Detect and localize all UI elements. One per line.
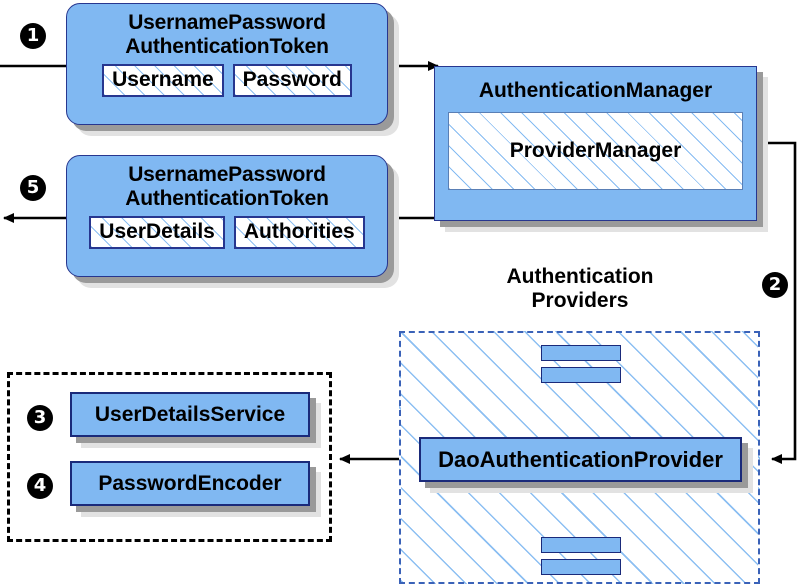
authentication-manager-box[interactable]: AuthenticationManager ProviderManager	[434, 66, 757, 221]
step-badge-4: 4	[27, 473, 53, 499]
request-token-title-line2: AuthenticationToken	[125, 34, 329, 58]
other-provider-bar-3[interactable]	[541, 537, 621, 553]
provider-manager-box[interactable]: ProviderManager	[448, 112, 743, 190]
other-provider-bar-4[interactable]	[541, 559, 621, 575]
request-token-slots: Username Password	[67, 64, 387, 98]
response-token-title-line1: UsernamePassword	[128, 163, 326, 186]
slot-username: Username	[102, 64, 224, 98]
step-badge-5: 5	[20, 175, 46, 201]
authentication-providers-label: Authentication Providers	[455, 265, 705, 312]
password-encoder-box[interactable]: PasswordEncoder	[70, 461, 310, 506]
slot-authorities: Authorities	[233, 216, 365, 250]
arrow-manager-to-provider	[757, 141, 797, 464]
response-authentication-token-card[interactable]: UsernamePassword AuthenticationToken Use…	[66, 155, 388, 277]
slot-password: Password	[232, 64, 352, 98]
user-details-service-box[interactable]: UserDetailsService	[70, 392, 310, 437]
dao-authentication-provider-box[interactable]: DaoAuthenticationProvider	[419, 437, 742, 482]
slot-userdetails: UserDetails	[89, 216, 225, 250]
response-token-title: UsernamePassword AuthenticationToken	[67, 156, 387, 210]
response-token-title-line2: AuthenticationToken	[125, 186, 329, 210]
request-authentication-token-card[interactable]: UsernamePassword AuthenticationToken Use…	[66, 3, 388, 125]
providers-label-line1: Authentication	[506, 265, 654, 288]
response-token-slots: UserDetails Authorities	[67, 216, 387, 250]
providers-label-line2: Providers	[531, 288, 629, 312]
step-badge-1: 1	[20, 23, 46, 49]
step-badge-2: 2	[762, 272, 788, 298]
other-provider-bar-2[interactable]	[541, 367, 621, 383]
step-badge-3: 3	[27, 405, 53, 431]
other-provider-bar-1[interactable]	[541, 345, 621, 361]
authentication-manager-title: AuthenticationManager	[478, 79, 713, 102]
request-token-title-line1: UsernamePassword	[128, 11, 326, 34]
request-token-title: UsernamePassword AuthenticationToken	[67, 4, 387, 58]
